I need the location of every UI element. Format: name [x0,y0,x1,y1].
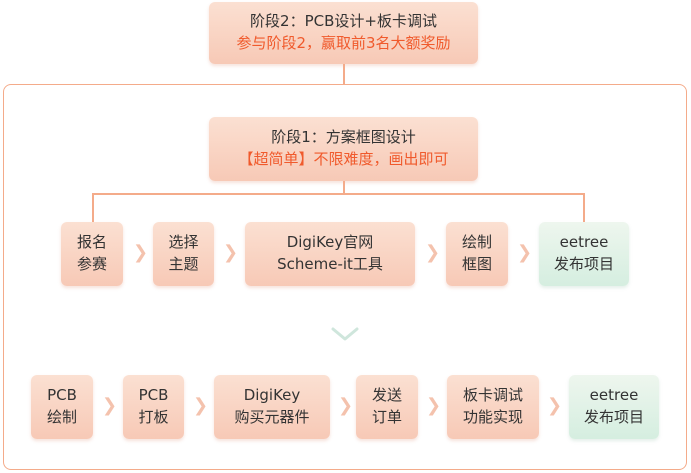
row1-step-register: 报名 参赛 [61,222,123,286]
step-label: 绘制 [46,408,77,426]
step-label: 板卡调试 [462,386,523,405]
step-label: 框图 [461,255,492,273]
step-label: PCB [138,386,169,405]
chevron-right-icon: ❯ [425,242,441,263]
step-label: 报名 [76,233,107,252]
stage2-connector [343,64,345,85]
stage1-subtitle: 【超简单】不限难度，画出即可 [238,150,449,168]
step-label: 绘制 [461,233,492,252]
row1-step-choose-topic: 选择 主题 [153,222,214,286]
step-label: eetree [589,386,639,405]
stage1-box: 阶段1：方案框图设计 【超简单】不限难度，画出即可 [209,117,478,181]
step-label: 打板 [138,408,169,426]
row2-step-pcb-draw: PCB 绘制 [31,375,93,439]
stage2-box: 阶段2：PCB设计+板卡调试 参与阶段2，赢取前3名大额奖励 [209,2,478,64]
chevron-right-icon: ❯ [102,395,118,416]
step-label: eetree [559,233,609,252]
chevron-right-icon: ❯ [223,242,239,263]
chevron-down-icon [331,327,359,341]
chevron-right-icon: ❯ [338,395,354,416]
row1-step-publish: eetree 发布项目 [539,222,629,286]
chevron-right-icon: ❯ [133,242,149,263]
step-label: 发布项目 [553,255,614,273]
step-label: Scheme-it工具 [277,255,383,273]
step-label: 订单 [371,408,402,426]
chevron-right-icon: ❯ [426,395,442,416]
row1-step-draw-diagram: 绘制 框图 [446,222,508,286]
step-label: DigiKey [243,386,301,405]
row2-step-board-debug: 板卡调试 功能实现 [447,375,539,439]
step-label: 参赛 [76,255,107,273]
bracket-left-drop [92,193,94,223]
stage2-title: 阶段2：PCB设计+板卡调试 [250,12,437,31]
step-label: DigiKey官网 [286,233,374,252]
step-label: 发送 [371,386,402,405]
step-label: 功能实现 [462,408,523,426]
stage1-stem [343,181,345,193]
bracket-right-drop [583,193,585,223]
step-label: 主题 [168,255,199,273]
row2-step-buy-parts: DigiKey 购买元器件 [214,375,330,439]
stage2-subtitle: 参与阶段2，赢取前3名大额奖励 [236,34,451,52]
chevron-right-icon: ❯ [517,242,533,263]
step-label: 选择 [168,233,199,252]
stage1-title: 阶段1：方案框图设计 [271,128,416,147]
stage1-frame [3,84,687,470]
step-label: 购买元器件 [234,408,310,426]
row2-step-publish: eetree 发布项目 [569,375,659,439]
chevron-right-icon: ❯ [547,395,563,416]
row2-step-pcb-fab: PCB 打板 [123,375,184,439]
stage1-bracket [92,193,584,195]
step-label: 发布项目 [583,408,644,426]
step-label: PCB [47,386,77,405]
row2-step-send-order: 发送 订单 [356,375,418,439]
row1-step-schemeit: DigiKey官网 Scheme-it工具 [245,222,415,286]
chevron-right-icon: ❯ [193,395,209,416]
